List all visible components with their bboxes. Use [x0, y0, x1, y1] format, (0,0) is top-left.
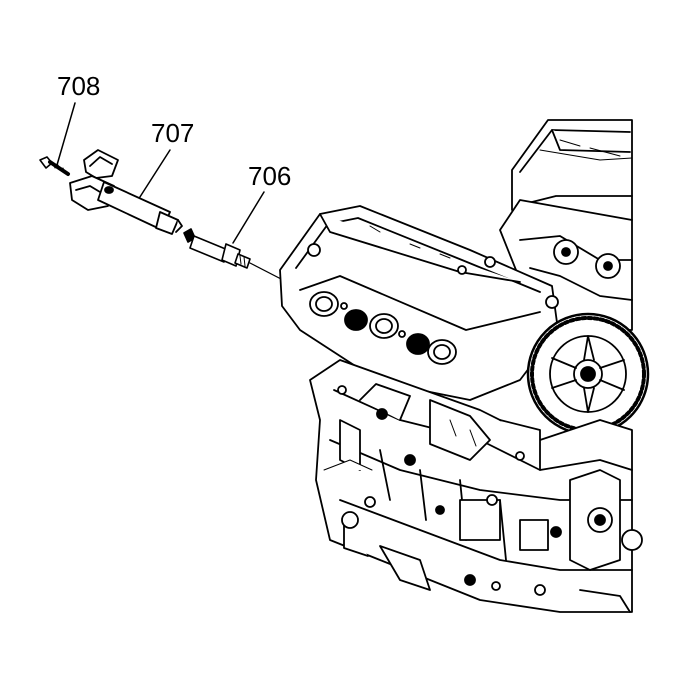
leader-line-708	[56, 102, 76, 166]
cam-sprocket	[526, 312, 650, 436]
leader-lines	[56, 102, 265, 244]
engine-block	[279, 119, 650, 613]
cylinder-block	[309, 359, 643, 613]
leader-line-707	[137, 149, 171, 201]
callout-label-708: 708	[57, 71, 100, 101]
leader-line-706	[232, 191, 265, 244]
callout-label-707: 707	[151, 118, 194, 148]
bolt-part	[39, 156, 70, 176]
spark-plug-part	[183, 228, 317, 298]
ignition-coil-part	[69, 149, 183, 235]
rear-cylinder-head	[499, 119, 633, 331]
front-valve-cover	[279, 205, 559, 401]
callout-label-706: 706	[248, 161, 291, 191]
